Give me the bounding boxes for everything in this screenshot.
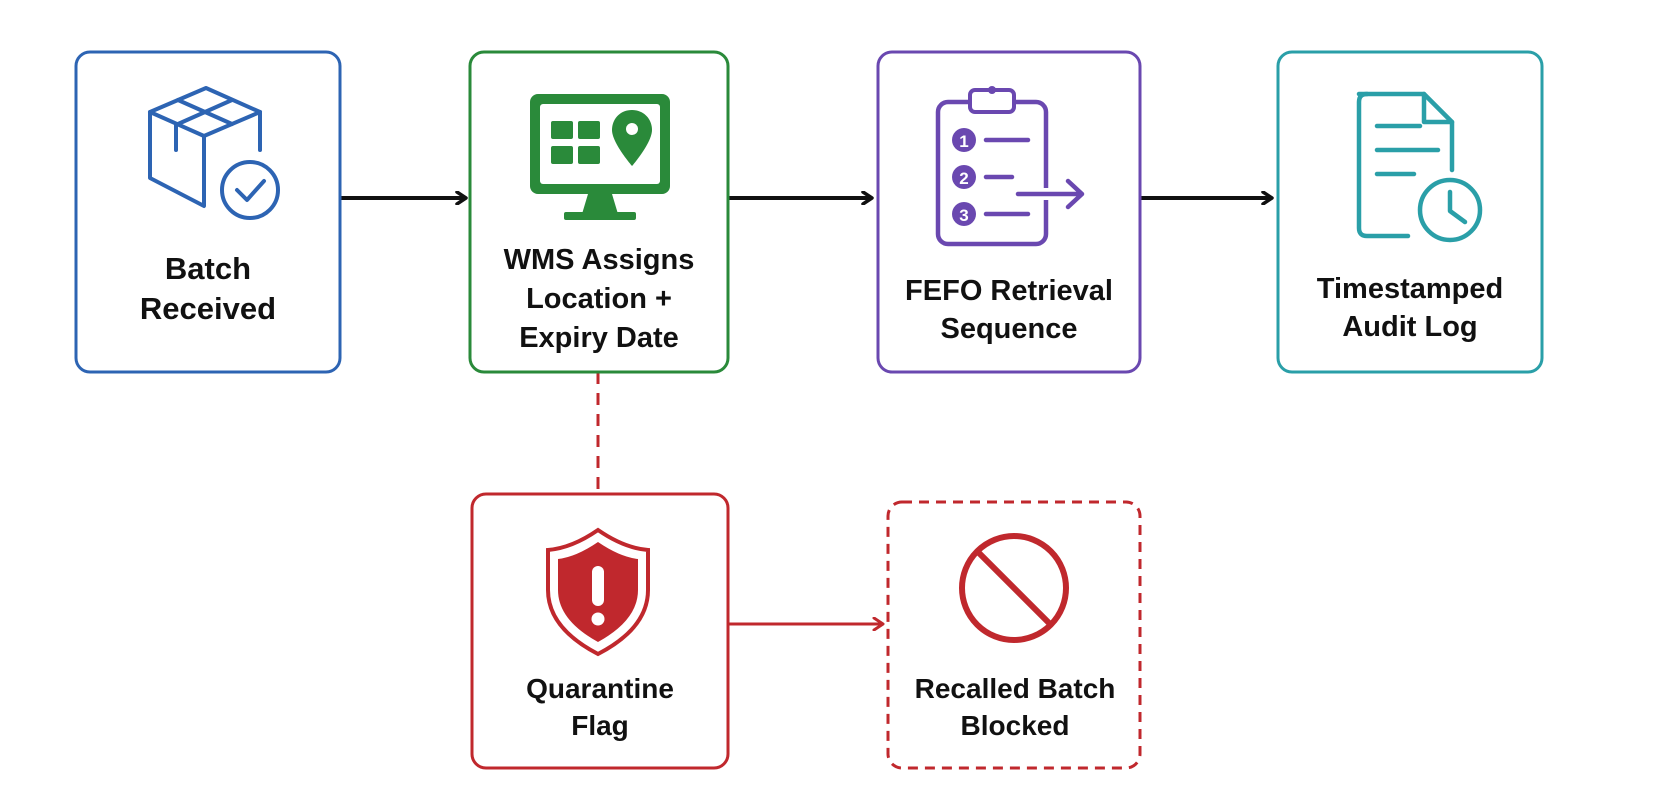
node-label-line-2: Sequence	[941, 313, 1078, 345]
node-box	[886, 500, 1142, 770]
shield-alert-icon	[546, 527, 650, 657]
node-label-line-2: Audit Log	[1342, 311, 1477, 343]
node-label-line-1: Quarantine	[526, 673, 674, 704]
node-fefo-retrieval: 1 2 3 FEFO Retrieval Sequence	[876, 50, 1142, 374]
node-label-line-1: Timestamped	[1317, 273, 1503, 305]
document-clock-icon	[1356, 91, 1483, 243]
node-wms-assigns: WMS Assigns Location + Expiry Date	[468, 50, 730, 374]
node-label-line-2: Flag	[571, 710, 629, 741]
svg-text:3: 3	[959, 206, 968, 225]
node-recalled-blocked: Recalled Batch Blocked	[886, 500, 1142, 770]
node-quarantine-flag: Quarantine Flag	[470, 492, 730, 770]
blocked-icon	[959, 533, 1069, 643]
node-label-line-3: Expiry Date	[519, 322, 679, 354]
node-label-line-2: Location +	[526, 283, 672, 315]
node-box	[1276, 50, 1544, 374]
node-audit-log: Timestamped Audit Log	[1276, 50, 1544, 374]
node-box	[74, 50, 342, 374]
node-label-line-2: Blocked	[961, 710, 1070, 741]
node-label-line-1: FEFO Retrieval	[905, 275, 1113, 307]
node-label-line-2: Received	[140, 291, 276, 326]
package-check-icon	[148, 86, 280, 220]
node-label-line-1: WMS Assigns	[504, 244, 695, 276]
monitor-map-pin-icon	[530, 94, 670, 220]
node-label-line-1: Batch	[165, 251, 251, 286]
svg-text:1: 1	[959, 132, 968, 151]
node-batch-received: Batch Received	[74, 50, 342, 374]
node-label-line-1: Recalled Batch	[915, 673, 1116, 704]
numbered-clipboard-icon: 1 2 3	[935, 86, 1088, 247]
svg-text:2: 2	[959, 169, 968, 188]
